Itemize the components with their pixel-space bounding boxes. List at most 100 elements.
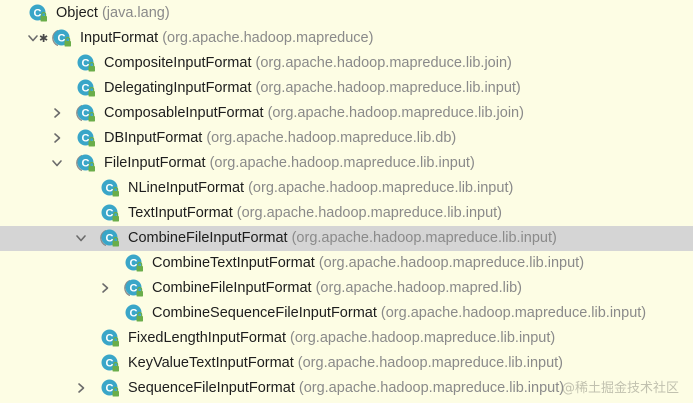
tree-node-combinetextinputformat[interactable]: C CombineTextInputFormat (org.apache.hado…	[0, 251, 693, 276]
chevron-right-icon[interactable]	[51, 107, 63, 119]
svg-text:C: C	[130, 283, 138, 295]
package-name: (org.apache.hadoop.mapreduce.lib.input)	[285, 330, 556, 346]
package-name: (org.apache.hadoop.mapreduce.lib.input)	[314, 255, 585, 271]
svg-text:C: C	[106, 208, 114, 220]
tree-node-label: CombineTextInputFormat (org.apache.hadoo…	[152, 251, 584, 276]
tree-node-combinesequencefileinputformat[interactable]: C CombineSequenceFileInputFormat (org.apa…	[0, 301, 693, 326]
class-icon: C	[28, 3, 48, 23]
class-icon: C	[76, 78, 96, 98]
tree-node-label: ComposableInputFormat (org.apache.hadoop…	[104, 101, 524, 126]
package-name: (org.apache.hadoop.mapreduce.lib.input)	[287, 230, 557, 246]
tree-node-inputformat[interactable]: ✱ C InputFormat (org.apache.hadoop.mapredu…	[0, 26, 693, 51]
svg-text:C: C	[82, 83, 90, 95]
class-icon: C	[124, 253, 144, 273]
package-name: (org.apache.hadoop.mapreduce.lib.input)	[376, 305, 647, 321]
tree-node-label: DBInputFormat (org.apache.hadoop.mapredu…	[104, 126, 456, 151]
svg-text:C: C	[130, 308, 138, 320]
svg-text:C: C	[58, 33, 66, 45]
class-name: FixedLengthInputFormat	[128, 330, 286, 346]
svg-text:C: C	[106, 183, 114, 195]
class-name: NLineInputFormat	[128, 180, 245, 196]
focus-marker-icon: ✱	[39, 32, 49, 45]
class-icon: C	[100, 203, 120, 223]
class-name: DBInputFormat	[104, 130, 203, 146]
tree-node-textinputformat[interactable]: C TextInputFormat (org.apache.hadoop.mapr…	[0, 201, 693, 226]
class-name: SequenceFileInputFormat	[128, 380, 295, 396]
svg-text:C: C	[106, 358, 114, 370]
tree-node-nlineinputformat[interactable]: C NLineInputFormat (org.apache.hadoop.map…	[0, 176, 693, 201]
tree-node-object[interactable]: C Object (java.lang)	[0, 1, 693, 26]
class-name: KeyValueTextInputFormat	[128, 355, 294, 371]
tree-node-combinefileinputformat-mapred[interactable]: C CombineFileInputFormat (org.apache.hado…	[0, 276, 693, 301]
class-name: CombineFileInputFormat	[128, 230, 288, 246]
tree-node-fixedlengthinputformat[interactable]: C FixedLengthInputFormat (org.apache.hado…	[0, 326, 693, 351]
class-name: CombineFileInputFormat	[152, 280, 312, 296]
tree-node-label: CombineFileInputFormat (org.apache.hadoo…	[152, 276, 522, 301]
tree-node-delegatinginputformat[interactable]: C DelegatingInputFormat (org.apache.hadoo…	[0, 76, 693, 101]
tree-node-compositeinputformat[interactable]: C CompositeInputFormat (org.apache.hadoop…	[0, 51, 693, 76]
tree-node-label: DelegatingInputFormat (org.apache.hadoop…	[104, 76, 521, 101]
class-name: CombineTextInputFormat	[152, 255, 315, 271]
abstract-class-icon: C	[76, 153, 96, 173]
abstract-class-icon: C	[124, 278, 144, 298]
chevron-down-icon[interactable]	[27, 32, 39, 44]
tree-node-label: FixedLengthInputFormat (org.apache.hadoo…	[128, 326, 555, 351]
tree-node-keyvaluetextinputformat[interactable]: C KeyValueTextInputFormat (org.apache.had…	[0, 351, 693, 376]
chevron-down-icon[interactable]	[51, 157, 63, 169]
package-name: (org.apache.hadoop.mapreduce.lib.input)	[244, 180, 514, 196]
watermark: @稀土掘金技术社区	[561, 381, 679, 396]
package-name: (org.apache.hadoop.mapreduce.lib.input)	[205, 155, 475, 171]
tree-node-label: KeyValueTextInputFormat (org.apache.hado…	[128, 351, 563, 376]
class-name: InputFormat	[80, 30, 159, 46]
abstract-class-icon: C	[52, 28, 72, 48]
tree-node-label: NLineInputFormat (org.apache.hadoop.mapr…	[128, 176, 513, 201]
class-icon: C	[100, 328, 120, 348]
abstract-class-icon: C	[76, 103, 96, 123]
tree-node-label: CombineSequenceFileInputFormat (org.apac…	[152, 301, 646, 326]
package-name: (org.apache.hadoop.mapreduce.lib.join)	[251, 55, 512, 71]
svg-text:C: C	[82, 133, 90, 145]
svg-text:C: C	[130, 258, 138, 270]
tree-node-label: Object (java.lang)	[56, 1, 170, 26]
tree-node-label: SequenceFileInputFormat (org.apache.hado…	[128, 376, 564, 401]
package-name: (org.apache.hadoop.mapreduce.lib.input)	[232, 205, 502, 221]
class-name: Object	[56, 5, 98, 21]
svg-text:C: C	[106, 333, 114, 345]
class-icon: C	[100, 178, 120, 198]
svg-text:C: C	[106, 383, 114, 395]
tree-node-sequencefileinputformat[interactable]: C SequenceFileInputFormat (org.apache.had…	[0, 376, 693, 401]
svg-text:C: C	[82, 58, 90, 70]
package-name: (org.apache.hadoop.mapreduce)	[158, 30, 374, 46]
package-name: (org.apache.hadoop.mapreduce.lib.input)	[294, 380, 565, 396]
tree-node-dbinputformat[interactable]: C DBInputFormat (org.apache.hadoop.mapred…	[0, 126, 693, 151]
svg-text:C: C	[82, 108, 90, 120]
tree-node-composableinputformat[interactable]: C ComposableInputFormat (org.apache.hadoo…	[0, 101, 693, 126]
tree-node-combinefileinputformat[interactable]: C CombineFileInputFormat (org.apache.hado…	[0, 226, 693, 251]
tree-node-label: TextInputFormat (org.apache.hadoop.mapre…	[128, 201, 502, 226]
svg-text:C: C	[34, 8, 42, 20]
tree-node-label: FileInputFormat (org.apache.hadoop.mapre…	[104, 151, 475, 176]
chevron-right-icon[interactable]	[75, 382, 87, 394]
tree-node-fileinputformat[interactable]: C FileInputFormat (org.apache.hadoop.mapr…	[0, 151, 693, 176]
class-name: ComposableInputFormat	[104, 105, 264, 121]
tree-node-label: CompositeInputFormat (org.apache.hadoop.…	[104, 51, 512, 76]
class-name: CombineSequenceFileInputFormat	[152, 305, 377, 321]
chevron-down-icon[interactable]	[75, 232, 87, 244]
class-name: DelegatingInputFormat	[104, 80, 252, 96]
svg-text:C: C	[106, 233, 114, 245]
chevron-right-icon[interactable]	[99, 282, 111, 294]
package-name: (org.apache.hadoop.mapreduce.lib.input)	[293, 355, 563, 371]
class-icon: C	[100, 378, 120, 398]
class-icon: C	[76, 53, 96, 73]
tree-node-label: InputFormat (org.apache.hadoop.mapreduce…	[80, 26, 373, 51]
class-name: TextInputFormat	[128, 205, 233, 221]
class-icon: C	[76, 128, 96, 148]
chevron-right-icon[interactable]	[51, 132, 63, 144]
abstract-class-icon: C	[100, 228, 120, 248]
class-name: CompositeInputFormat	[104, 55, 252, 71]
svg-text:C: C	[82, 158, 90, 170]
class-icon: C	[100, 353, 120, 373]
package-name: (org.apache.hadoop.mapreduce.lib.input)	[251, 80, 521, 96]
package-name: (org.apache.hadoop.mapreduce.lib.join)	[263, 105, 524, 121]
